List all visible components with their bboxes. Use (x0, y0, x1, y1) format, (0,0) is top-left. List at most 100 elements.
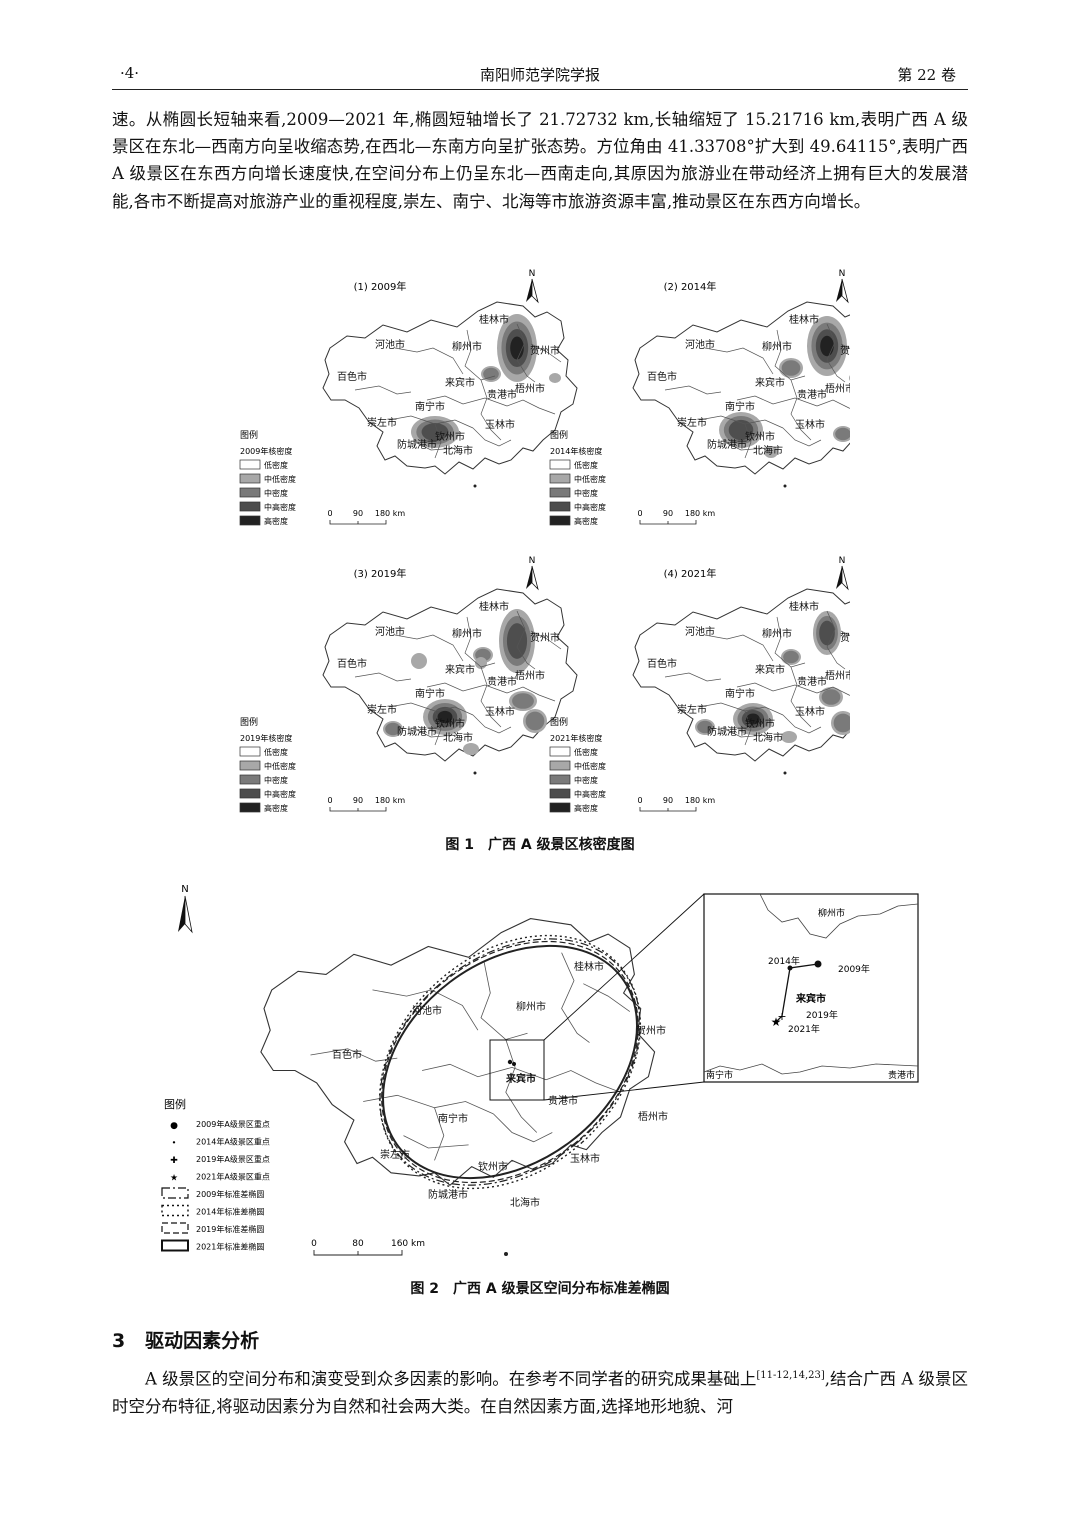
inset-frame (703, 893, 919, 1083)
city-label-13: 北海市 (753, 731, 783, 744)
city-boundary (816, 686, 850, 696)
city-label-4: 百色市 (332, 1048, 362, 1061)
scale-label: 0 (637, 796, 642, 805)
city-boundary (704, 634, 774, 662)
city-boundary (434, 1107, 445, 1161)
city-label-12: 防城港市 (428, 1188, 468, 1201)
city-boundary (826, 610, 846, 670)
city-boundary (826, 323, 846, 383)
city-label-9: 崇左市 (367, 416, 397, 429)
inset-year-label: 2021年 (788, 1023, 820, 1035)
city-boundary (464, 329, 496, 381)
city-label-13: 北海市 (443, 731, 473, 744)
density-hotspot (697, 720, 713, 734)
city-boundary (516, 323, 536, 383)
panel-title: (1) 2009年 (354, 280, 407, 293)
legend-label: 2019年标准差椭圆 (196, 1224, 264, 1234)
sd-ellipse-3 (381, 940, 639, 1184)
sd-ellipse-1 (379, 938, 641, 1186)
legend-swatch (549, 473, 571, 484)
paragraph-2: A 级景区的空间分布和演变受到众多因素的影响。在参考不同学者的研究成果基础上[1… (112, 1362, 968, 1420)
city-label-6: 梧州市 (825, 382, 850, 395)
legend-label: 中低密度 (574, 474, 606, 484)
scale-label: 80 (352, 1239, 364, 1249)
legend-label: 高密度 (574, 803, 598, 813)
density-hotspot (849, 375, 850, 381)
city-label-2: 桂林市 (479, 600, 509, 613)
north-arrow-icon (841, 278, 849, 304)
north-label: N (181, 884, 188, 895)
city-label-10: 钦州市 (435, 717, 465, 730)
north-label: N (839, 269, 846, 279)
city-boundary (840, 630, 850, 636)
city-boundary (506, 686, 556, 702)
inset-year-label: 2009年 (838, 963, 870, 975)
volume-label: 第 22 卷 (897, 66, 956, 84)
city-label-7: 贵港市 (487, 675, 517, 688)
density-hotspot (764, 446, 778, 458)
city-boundary (480, 961, 528, 1040)
city-label-13: 北海市 (510, 1196, 540, 1209)
density-hotspot (833, 713, 850, 733)
legend-ellipse-swatch (161, 1187, 189, 1199)
page-number: ·4· (120, 64, 140, 82)
city-label-5: 来宾市 (445, 376, 475, 389)
city-label-3: 贺州市 (840, 631, 850, 644)
legend-swatch (549, 515, 571, 526)
city-label-11: 玉林市 (485, 705, 515, 718)
centroid-dot (512, 1062, 516, 1066)
city-label-11: 玉林市 (485, 418, 515, 431)
guangxi-outline (632, 301, 850, 475)
legend-swatch (549, 788, 571, 799)
legend-label: 中高密度 (264, 789, 296, 799)
city-boundary (774, 329, 806, 381)
city-label-5: 来宾市 (755, 663, 785, 676)
legend-swatch (239, 774, 261, 785)
figure-1-caption: 图 1 广西 A 级景区核密度图 (445, 837, 635, 853)
north-arrow-icon (841, 565, 849, 591)
city-boundary (790, 379, 812, 441)
density-hotspot (820, 335, 834, 357)
density-hotspot (437, 710, 453, 724)
city-label-13: 北海市 (443, 444, 473, 457)
city-label-6: 梧州市 (515, 669, 545, 682)
city-boundary (493, 1113, 553, 1143)
inset-map: 柳州市来宾市南宁市贵港市+★2014年2009年2019年2021年 (703, 893, 919, 1083)
city-label-1: 河池市 (412, 1004, 442, 1017)
city-label-10: 钦州市 (745, 430, 775, 443)
city-boundary (480, 666, 502, 728)
city-label-2: 柳州市 (516, 1000, 546, 1013)
inset-connector (543, 1081, 705, 1101)
city-label-7: 南宁市 (438, 1112, 468, 1125)
city-label-6: 梧州市 (825, 669, 850, 682)
centroid-track (775, 963, 819, 1023)
legend-title: 图例 (240, 716, 258, 728)
city-boundary (472, 427, 512, 447)
density-hotspot (483, 367, 499, 381)
figure-2-standard-deviation-ellipse: 桂林市河池市柳州市贺州市百色市来宾市贵港市南宁市梧州市崇左市钦州市玉林市防城港市… (161, 884, 919, 1256)
city-boundary (414, 441, 458, 451)
citation-ref: [11-12,14,23] (756, 1370, 825, 1381)
legend-swatch (549, 774, 571, 785)
legend-label: 中高密度 (574, 502, 606, 512)
scale-label: 0 (637, 509, 642, 518)
kde-panel-2: 河池市柳州市桂林市贺州市百色市来宾市梧州市贵港市南宁市崇左市钦州市玉林市防城港市… (549, 269, 850, 526)
density-hotspot (781, 360, 801, 376)
city-boundary (506, 399, 556, 415)
legend-label: 低密度 (574, 460, 598, 470)
city-boundary (394, 347, 464, 375)
scale-label: 0 (327, 796, 332, 805)
city-label-11: 玉林市 (795, 418, 825, 431)
density-hotspot (385, 722, 401, 736)
legend-label: 2019年A级景区重点 (196, 1154, 270, 1164)
density-hotspot (512, 693, 534, 709)
inset-city-label: 南宁市 (706, 1069, 733, 1081)
city-boundary (744, 423, 752, 459)
density-label: 2019年核密度 (240, 733, 292, 743)
city-label-1: 柳州市 (762, 627, 792, 640)
legend-label: 中密度 (574, 488, 598, 498)
legend-label: 2014年标准差椭圆 (196, 1207, 264, 1217)
city-boundary (583, 983, 631, 1012)
city-boundary (724, 728, 768, 738)
legend-symbol: ✚ (170, 1156, 178, 1166)
